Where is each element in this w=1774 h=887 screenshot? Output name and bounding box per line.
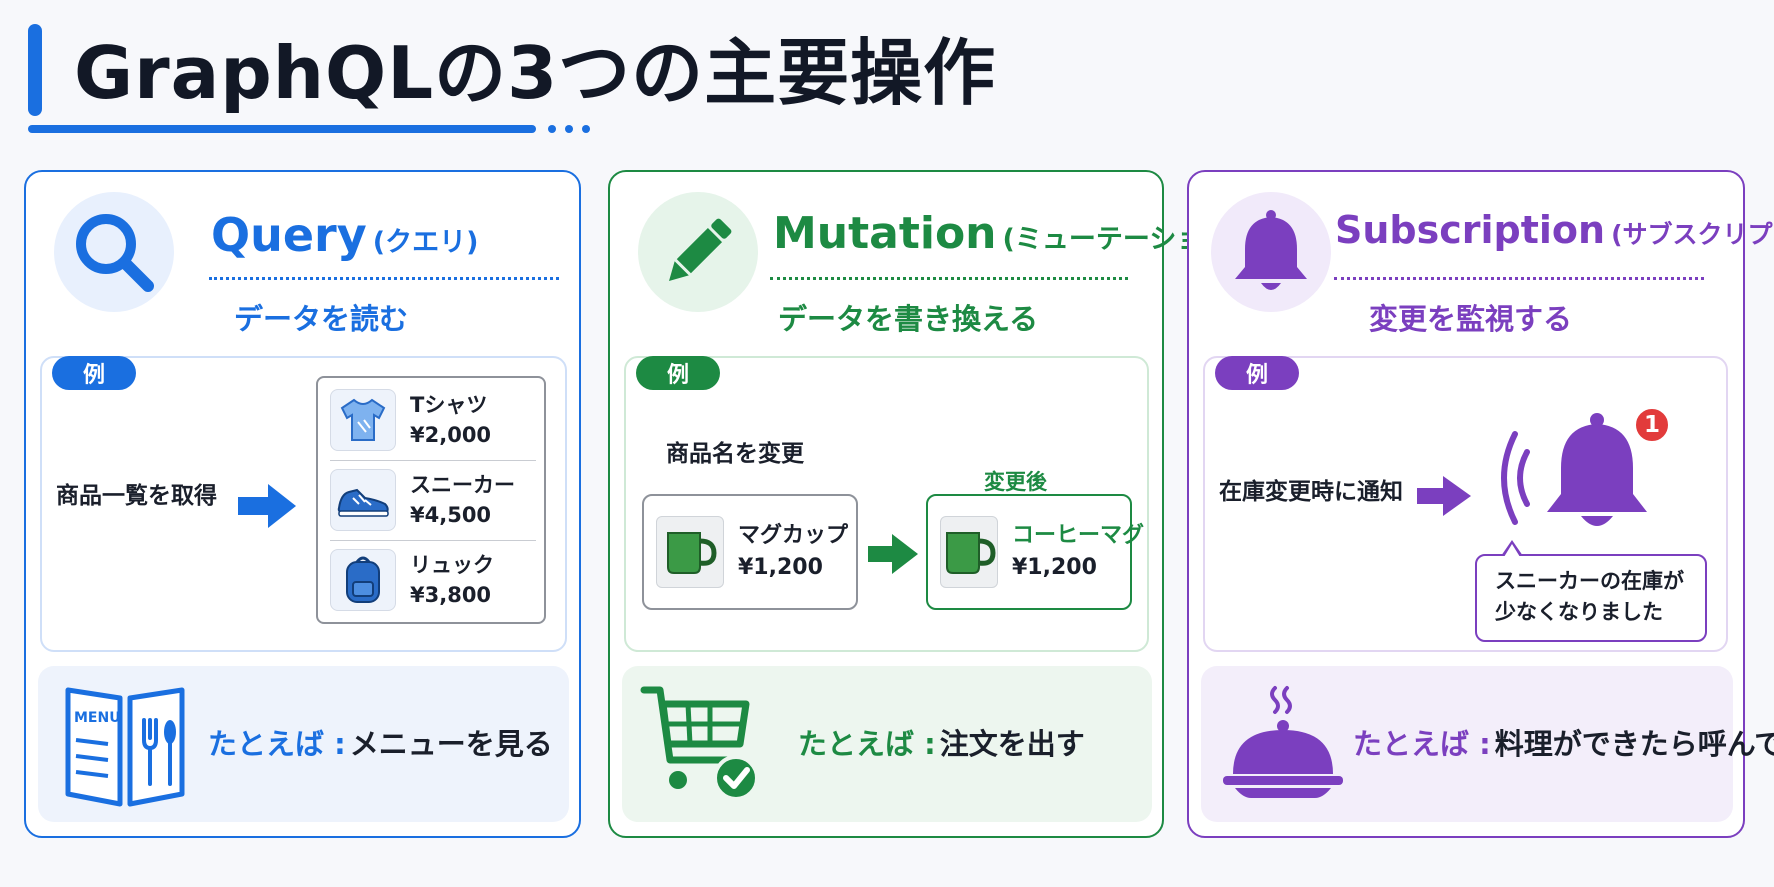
product-name: Tシャツ (410, 393, 488, 417)
subscription-analogy-text: たとえば :料理ができたら呼んで (1353, 727, 1774, 761)
arrow-right-icon (238, 484, 296, 528)
mug-before-card: マグカップ ¥1,200 (642, 494, 858, 610)
mutation-analogy: たとえば :注文を出す (622, 666, 1152, 822)
subscription-description: 変更を監視する (1369, 302, 1573, 336)
product-name: スニーカー (410, 473, 515, 497)
menu-word: MENU (74, 710, 121, 726)
mutation-example-label: 商品名を変更 (666, 441, 804, 467)
product-list: Tシャツ ¥2,000 スニーカー ¥4,500 (316, 376, 546, 624)
product-price: ¥1,200 (738, 555, 823, 580)
subscription-example-label: 在庫変更時に通知 (1219, 479, 1403, 505)
query-card: Query(クエリ) データを読む 例 商品一覧を取得 Tシャツ ¥2,000 (24, 170, 581, 838)
cart-check-icon (640, 686, 759, 801)
after-label: 変更後 (984, 470, 1047, 494)
bell-icon (1211, 192, 1331, 312)
notification-bubble: スニーカーの在庫が 少なくなりました (1475, 554, 1707, 642)
mug-icon (656, 516, 724, 588)
backpack-icon (330, 549, 396, 611)
notification-line: スニーカーの在庫が (1495, 569, 1684, 593)
product-price: ¥2,000 (410, 423, 492, 447)
arrow-right-icon (1417, 476, 1471, 516)
subscription-example: 例 在庫変更時に通知 1 スニーカーの在庫が 少なくなりました (1203, 356, 1728, 652)
example-badge: 例 (1215, 356, 1299, 390)
mug-icon (940, 516, 998, 588)
subscription-card: Subscription(サブスクリプション) 変更を監視する 例 在庫変更時に… (1187, 170, 1774, 838)
query-example-label: 商品一覧を取得 (56, 483, 217, 509)
product-price: ¥3,800 (410, 583, 492, 607)
subscription-divider (1334, 277, 1704, 280)
title-accent-bar (28, 24, 42, 116)
mutation-divider (770, 277, 1128, 280)
title-dots (548, 125, 590, 133)
search-icon (54, 192, 174, 312)
list-item: リュック ¥3,800 (330, 542, 536, 618)
example-badge: 例 (52, 356, 136, 390)
pencil-icon (638, 192, 758, 312)
example-badge: 例 (636, 356, 720, 390)
query-example: 例 商品一覧を取得 Tシャツ ¥2,000 (40, 356, 567, 652)
page-title: GraphQLの3つの主要操作 (74, 31, 997, 115)
cloche-icon (1223, 686, 1343, 798)
bell-icon (1547, 413, 1647, 526)
sneaker-icon (330, 469, 396, 531)
product-name: コーヒーマグ (1012, 523, 1145, 548)
query-title: Query(クエリ) (211, 208, 479, 262)
subscription-analogy: たとえば :料理ができたら呼んで (1201, 666, 1774, 822)
signal-waves-icon (1501, 431, 1530, 525)
mutation-description: データを書き換える (778, 302, 1039, 336)
product-name: マグカップ (738, 523, 849, 548)
product-price: ¥1,200 (1012, 555, 1097, 580)
product-price: ¥4,500 (410, 503, 492, 527)
mutation-title: Mutation(ミューテーション) (773, 208, 1243, 259)
notification-count-badge: 1 (1633, 406, 1671, 444)
query-analogy: MENU たとえば :メニューを見る (38, 666, 569, 822)
arrow-right-icon (868, 534, 918, 574)
mug-after-card: コーヒーマグ ¥1,200 (926, 494, 1144, 610)
list-item: スニーカー ¥4,500 (330, 462, 536, 538)
mutation-example: 例 商品名を変更 変更後 マグカップ¥1,200 コーヒーマ (624, 356, 1149, 652)
query-analogy-text: たとえば :メニューを見る (208, 727, 553, 761)
notification-line: 少なくなりました (1495, 600, 1663, 624)
query-description: データを読む (234, 302, 409, 336)
subscription-title: Subscription(サブスクリプション) (1335, 208, 1774, 252)
list-item: Tシャツ ¥2,000 (330, 382, 536, 458)
product-name: リュック (410, 553, 494, 577)
mutation-analogy-text: たとえば :注文を出す (798, 727, 1085, 761)
menu-icon: MENU (65, 687, 185, 807)
mutation-card: Mutation(ミューテーション) データを書き換える 例 商品名を変更 変更… (608, 170, 1243, 838)
query-divider (209, 277, 559, 280)
tshirt-icon (330, 389, 396, 451)
title-underline (28, 125, 536, 133)
